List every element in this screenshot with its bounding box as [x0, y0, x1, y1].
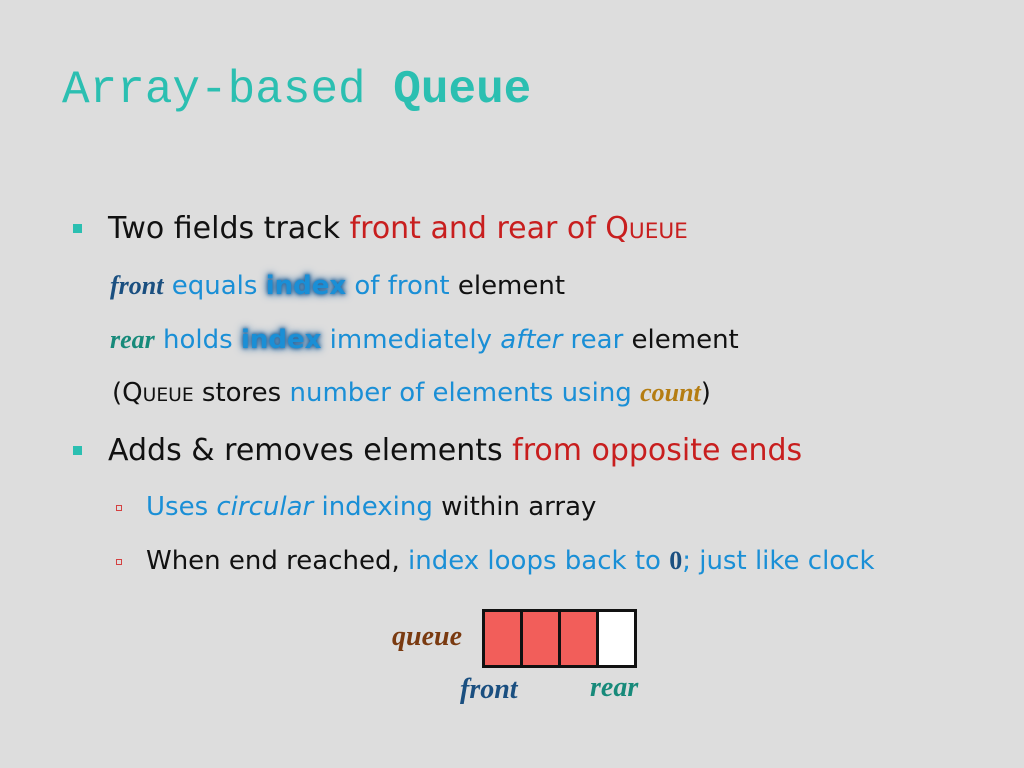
front-label: front	[460, 674, 518, 705]
index-highlight: index	[240, 325, 322, 355]
after-emphasis: after	[500, 325, 563, 355]
queue-smallcaps-initial: Q	[122, 378, 143, 408]
zero-value: 0	[669, 546, 683, 575]
line-text: element	[631, 325, 739, 355]
line-text: When end reached,	[146, 546, 409, 576]
line-text: holds	[154, 325, 241, 355]
line-text: of front	[346, 271, 458, 301]
paren-open: (	[112, 378, 123, 408]
queue-smallcaps-rest: UEUE	[628, 219, 688, 244]
count-field: count	[640, 378, 701, 407]
circular-emphasis: circular	[216, 492, 314, 522]
rear-label: rear	[590, 672, 639, 703]
line-text: rear	[562, 325, 632, 355]
sub-bullet-circular: Uses circular indexing within array	[146, 494, 596, 520]
bullet-highlight: from opposite ends	[512, 433, 803, 468]
line-text: stores	[193, 378, 290, 408]
array-cell-2	[561, 612, 599, 665]
bullet-marker	[73, 224, 82, 233]
bullet-text: Adds & removes elements	[108, 433, 513, 468]
title-prefix: Array-based	[62, 64, 394, 116]
slide-title: Array-based Queue	[62, 64, 531, 116]
front-line: front equals index of front element	[110, 271, 566, 301]
line-text: indexing	[313, 492, 433, 522]
title-code: Queue	[393, 64, 532, 116]
queue-label: queue	[392, 621, 462, 652]
bullet-text: Two fields track	[108, 211, 350, 246]
sub-bullet-marker	[116, 505, 122, 511]
bullet-marker	[73, 446, 82, 455]
array-cell-3	[599, 612, 634, 665]
line-text: just like clock	[690, 546, 875, 576]
queue-array	[482, 609, 637, 668]
sub-bullet-marker	[116, 559, 122, 565]
line-text: index loops back to	[408, 546, 670, 576]
line-text: ;	[682, 546, 691, 576]
rear-line: rear holds index immediately after rear …	[110, 325, 739, 355]
array-cell-1	[523, 612, 561, 665]
sub-bullet-loops-back: When end reached, index loops back to 0;…	[146, 546, 875, 576]
line-text: number of elements using	[289, 378, 641, 408]
rear-field: rear	[110, 325, 155, 354]
count-line: (QUEUE stores number of elements using c…	[112, 378, 711, 408]
bullet-two-fields: Two fields track front and rear of QUEUE	[108, 214, 688, 244]
index-highlight: index	[265, 271, 347, 301]
line-text: element	[457, 271, 566, 301]
line-text: immediately	[321, 325, 501, 355]
paren-close: )	[700, 378, 711, 408]
line-text: within array	[432, 492, 597, 522]
bullet-opposite-ends: Adds & removes elements from opposite en…	[108, 436, 802, 466]
front-field: front	[110, 271, 164, 300]
line-text: equals	[163, 271, 266, 301]
queue-smallcaps-initial: Q	[605, 211, 629, 246]
array-cell-0	[485, 612, 523, 665]
line-text: Uses	[146, 492, 217, 522]
queue-smallcaps-rest: UEUE	[142, 385, 194, 406]
bullet-highlight: front and rear of	[349, 211, 606, 246]
